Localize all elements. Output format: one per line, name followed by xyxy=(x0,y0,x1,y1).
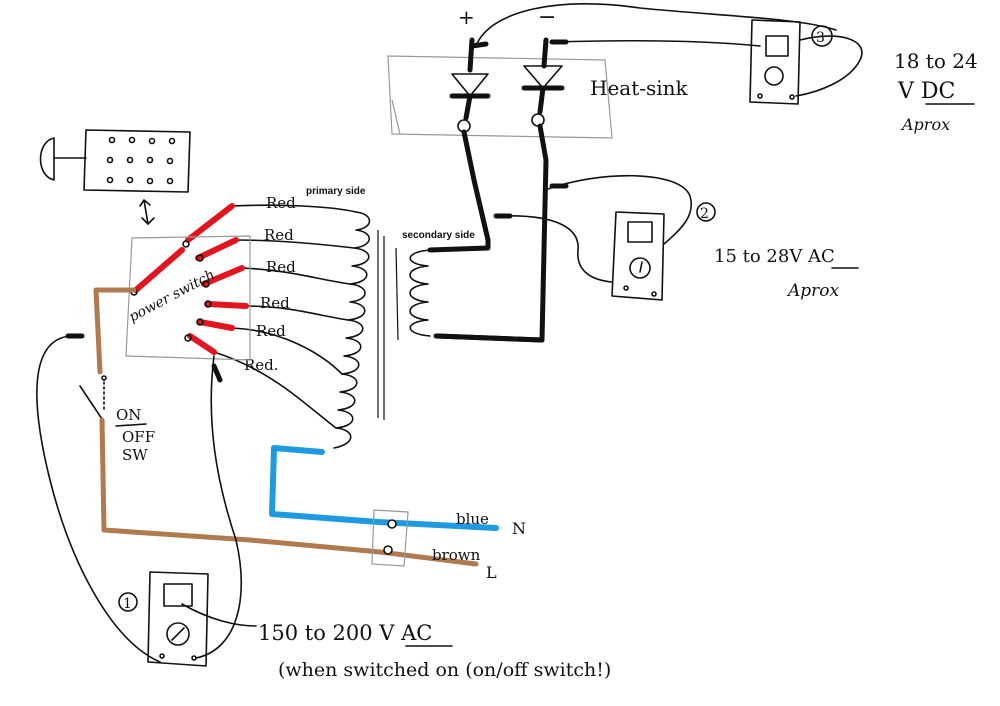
dc-range: 18 to 24 xyxy=(894,49,978,73)
red-labels: Red Red Red Red Red Red. xyxy=(244,194,296,374)
dc-unit: V DC xyxy=(897,79,955,104)
red-label-2: Red xyxy=(264,226,294,244)
ac-low-range: 15 to 28V AC xyxy=(714,246,835,267)
rotary-switch-device xyxy=(39,129,191,225)
power-switch: power switch xyxy=(125,235,251,361)
red-label-5: Red xyxy=(256,322,286,340)
primary-winding: primary side xyxy=(306,186,385,449)
neutral-wiring: blue N xyxy=(269,445,526,538)
ac-low-approx: Aprox xyxy=(786,281,840,301)
meter-1-wire-live xyxy=(36,335,161,663)
ac-high-range: 150 to 200 V AC xyxy=(258,621,432,645)
secondary-side-label: secondary side xyxy=(402,230,475,241)
meter-2: 2 xyxy=(611,202,716,301)
meter-2-number: 2 xyxy=(700,206,709,222)
ac-wire-to-meter-2 xyxy=(544,174,693,245)
rectifier-plus: + xyxy=(449,5,491,243)
power-switch-label: power switch xyxy=(126,267,217,326)
heatsink-label: Heat-sink xyxy=(590,76,689,100)
secondary-winding: secondary side xyxy=(395,230,545,343)
ac-low-reading: 15 to 28V AC Aprox xyxy=(714,246,859,301)
neutral-letter: N xyxy=(512,519,526,538)
meter-3-number: 3 xyxy=(816,30,825,46)
meter-1-number: 1 xyxy=(123,596,132,612)
dc-reading: 18 to 24 V DC Aprox xyxy=(894,49,978,134)
dc-wire-negative xyxy=(551,40,761,47)
off-label: OFF xyxy=(122,428,155,446)
dc-approx: Aprox xyxy=(900,115,950,134)
ac-high-reading: 150 to 200 V AC (when switched on (on/of… xyxy=(258,621,611,681)
meter-1-wire-neutral xyxy=(195,355,243,659)
heatsink: Heat-sink xyxy=(387,55,689,139)
primary-side-label: primary side xyxy=(306,186,366,197)
plus-label: + xyxy=(458,5,475,29)
red-label-1: Red xyxy=(266,194,296,212)
tap-wires xyxy=(133,203,357,429)
meter-3: 3 xyxy=(749,19,863,105)
on-label: ON xyxy=(116,406,141,424)
meter-1: 1 xyxy=(118,571,257,667)
live-wire-label: brown xyxy=(432,546,481,564)
neutral-wire-label: blue xyxy=(456,510,489,528)
sw-label: SW xyxy=(122,446,148,464)
rectifier-minus: − xyxy=(435,5,565,343)
ac-high-note: (when switched on (on/off switch!) xyxy=(278,659,611,681)
red-label-3: Red xyxy=(266,258,296,276)
terminal-block xyxy=(371,509,409,567)
live-letter: L xyxy=(486,563,497,582)
ac-wire-to-meter-2b xyxy=(499,215,613,283)
red-label-4: Red xyxy=(260,294,290,312)
on-off-switch: ON OFF SW xyxy=(79,375,155,464)
red-label-6: Red. xyxy=(244,356,279,374)
dc-wire-positive xyxy=(475,3,837,47)
minus-label: − xyxy=(538,5,556,30)
